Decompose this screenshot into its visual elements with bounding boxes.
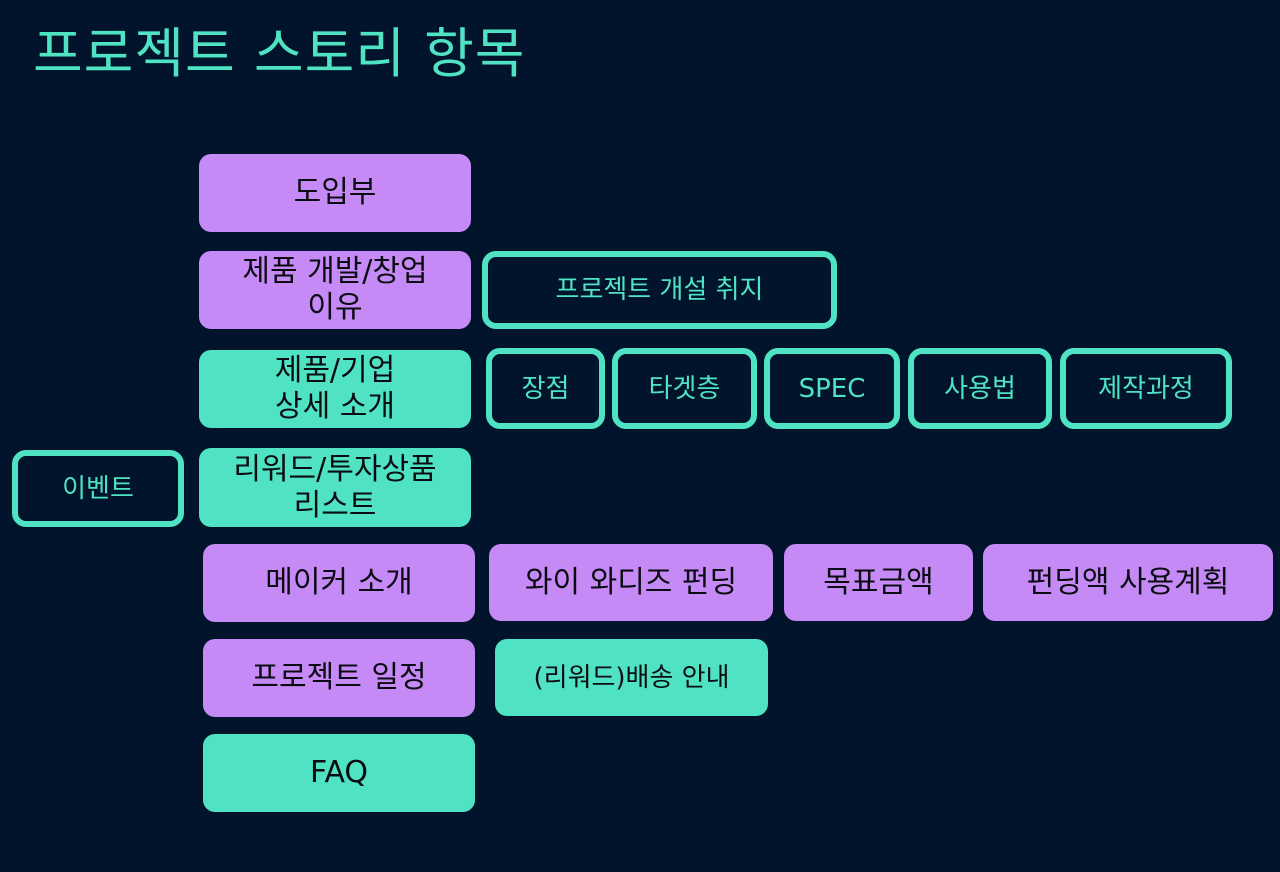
delivery-info-box: (리워드)배송 안내: [495, 639, 768, 716]
target-box: 타겟층: [612, 348, 757, 429]
funding-plan-box: 펀딩액 사용계획: [983, 544, 1273, 621]
item-reward-list: 리워드/투자상품 리스트: [199, 448, 471, 527]
item-faq: FAQ: [203, 734, 475, 812]
advantages-box: 장점: [486, 348, 605, 429]
why-wadiz-box: 와이 와디즈 펀딩: [489, 544, 773, 621]
event-box: 이벤트: [12, 450, 184, 527]
page-title: 프로젝트 스토리 항목: [33, 22, 526, 85]
item-product-detail: 제품/기업 상세 소개: [199, 350, 471, 428]
spec-box: SPEC: [764, 348, 900, 429]
item-intro: 도입부: [199, 154, 471, 232]
production-box: 제작과정: [1060, 348, 1232, 429]
item-reason: 제품 개발/창업 이유: [199, 251, 471, 329]
item-schedule: 프로젝트 일정: [203, 639, 475, 717]
item-maker: 메이커 소개: [203, 544, 475, 622]
project-purpose-box: 프로젝트 개설 취지: [482, 251, 837, 329]
goal-amount-box: 목표금액: [784, 544, 973, 621]
usage-box: 사용법: [908, 348, 1052, 429]
